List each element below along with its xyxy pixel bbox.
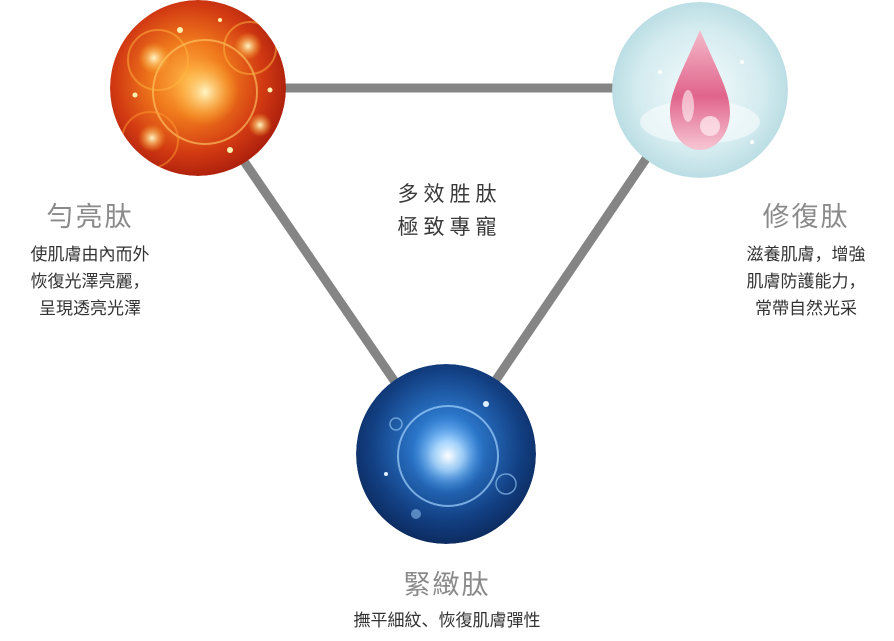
repair-desc-line: 肌膚防護能力，	[746, 272, 866, 292]
brightening-label: 勻亮肽 使肌膚由內而外 恢復光澤亮麗， 呈現透亮光澤	[0, 200, 180, 323]
repair-title: 修復肽	[762, 202, 850, 233]
repair-desc-line: 滋養肌膚，增強	[746, 245, 866, 265]
brightening-desc-line: 使肌膚由內而外	[30, 245, 150, 265]
firming-description: 撫平細紋、恢復肌膚彈性	[300, 608, 594, 635]
repair-peptide-image	[612, 2, 788, 178]
repair-description: 滋養肌膚，增強 肌膚防護能力， 常帶自然光采	[718, 242, 894, 323]
firming-label: 緊緻肽 撫平細紋、恢復肌膚彈性	[300, 568, 594, 635]
center-caption-line1: 多效胜肽	[397, 182, 502, 206]
brightening-description: 使肌膚由內而外 恢復光澤亮麗， 呈現透亮光澤	[0, 242, 180, 323]
center-caption: 多效胜肽 極致專寵	[360, 178, 534, 244]
firming-peptide-image	[356, 364, 536, 544]
repair-label: 修復肽 滋養肌膚，增強 肌膚防護能力， 常帶自然光采	[718, 200, 894, 323]
brightening-peptide-image	[110, 0, 286, 176]
firming-title: 緊緻肽	[403, 570, 491, 601]
brightening-desc-line: 呈現透亮光澤	[39, 299, 141, 319]
repair-desc-line: 常帶自然光采	[755, 299, 857, 319]
center-caption-line2: 極致專寵	[397, 215, 502, 239]
firming-desc-line: 撫平細紋、恢復肌膚彈性	[353, 611, 541, 631]
brightening-desc-line: 恢復光澤亮麗，	[30, 272, 150, 292]
brightening-title: 勻亮肽	[46, 202, 134, 233]
